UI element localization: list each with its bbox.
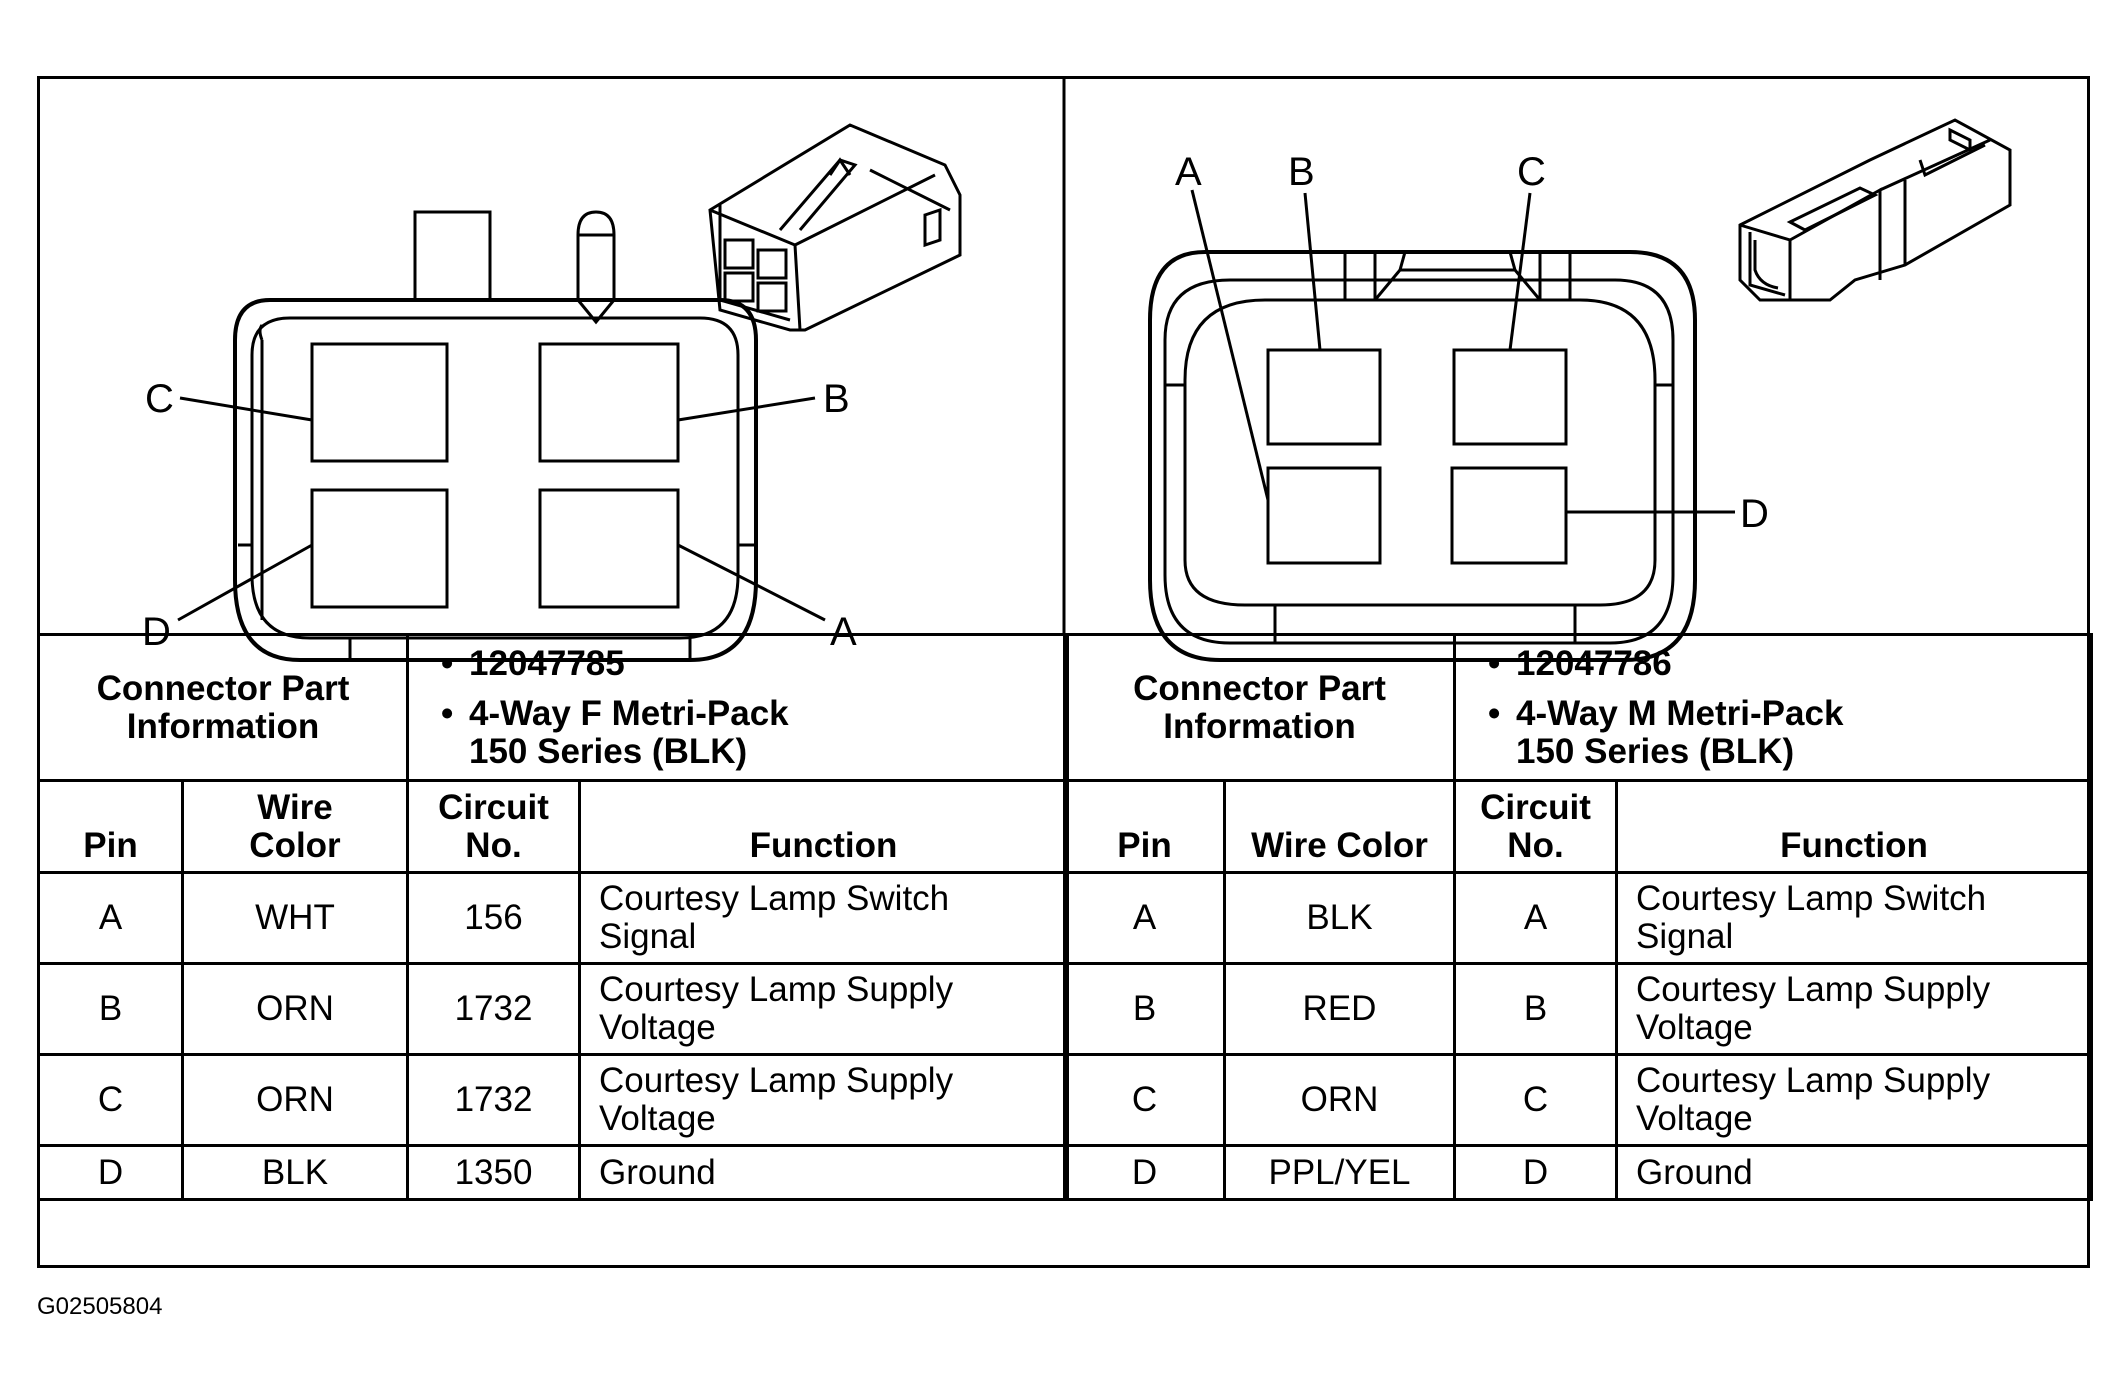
right-connector-table: Connector Part Information •12047786 •4-…	[1063, 633, 2094, 1201]
cavity-b	[538, 342, 680, 463]
cavity-a	[538, 488, 680, 609]
wire-cell: WHT	[181, 871, 409, 965]
figure-id: G02505804	[37, 1293, 163, 1320]
pin-cell: C	[37, 1053, 184, 1147]
circuit-cell: A	[1453, 871, 1618, 965]
pin-cell: B	[37, 962, 184, 1056]
left-label-b: B	[823, 377, 850, 421]
wire-cell: ORN	[181, 1053, 409, 1147]
cavity-d	[310, 488, 449, 609]
left-part-desc-2: 150 Series (BLK)	[469, 731, 748, 771]
circuit-cell: B	[1453, 962, 1618, 1056]
cavity-c	[310, 342, 449, 463]
right-part-details: •12047786 •4-Way M Metri-Pack 150 Series…	[1452, 633, 2094, 782]
circuit-cell: 1350	[406, 1144, 581, 1201]
circuit-cell: C	[1453, 1053, 1618, 1147]
right-label-d: D	[1740, 492, 1769, 536]
right-part-desc-2: 150 Series (BLK)	[1516, 731, 1795, 771]
table-row: D PPL/YEL D Ground	[1063, 1144, 2094, 1201]
left-part-number: 12047785	[469, 643, 625, 683]
left-part-details: •12047785 •4-Way F Metri-Pack 150 Series…	[405, 633, 1070, 782]
pin-cell: B	[1063, 962, 1226, 1056]
table-row: D BLK 1350 Ground	[37, 1144, 1070, 1201]
wire-cell: BLK	[181, 1144, 409, 1201]
left-part-info-label: Connector Part Information	[37, 633, 409, 782]
circuit-cell: 1732	[406, 1053, 581, 1147]
circuit-cell: D	[1453, 1144, 1618, 1201]
wire-cell: ORN	[181, 962, 409, 1056]
wire-cell: RED	[1223, 962, 1456, 1056]
left-header-pin: Pin	[37, 779, 184, 874]
right-connector-iso-icon	[1738, 118, 2012, 302]
pin-cell: A	[1063, 871, 1226, 965]
circuit-cell: 1732	[406, 962, 581, 1056]
right-header-wire-color: Wire Color	[1223, 779, 1456, 874]
cavity-a-right	[1266, 466, 1382, 565]
right-part-info-line2: Information	[1163, 706, 1356, 746]
right-part-info-line1: Connector Part	[1133, 668, 1386, 708]
pin-cell: D	[1063, 1144, 1226, 1201]
right-header-pin: Pin	[1063, 779, 1226, 874]
left-part-desc-1: 4-Way F Metri-Pack	[469, 693, 789, 733]
right-part-desc-1: 4-Way M Metri-Pack	[1516, 693, 1844, 733]
left-header-function: Function	[577, 779, 1070, 874]
pin-cell: D	[37, 1144, 184, 1201]
pin-cell: A	[37, 871, 184, 965]
left-connector-table: Connector Part Information •12047785 •4-…	[37, 633, 1070, 1201]
function-cell: Ground	[1614, 1144, 2094, 1201]
wire-cell: BLK	[1223, 871, 1456, 965]
right-part-info-label: Connector Part Information	[1063, 633, 1456, 782]
circuit-cell: 156	[406, 871, 581, 965]
cavity-d-right	[1450, 466, 1568, 565]
right-label-b: B	[1288, 150, 1315, 194]
pin-cell: C	[1063, 1053, 1226, 1147]
function-cell: Ground	[577, 1144, 1070, 1201]
left-part-info-line2: Information	[126, 706, 320, 746]
left-connector-face	[177, 210, 826, 662]
cavity-c-right	[1452, 348, 1568, 446]
left-label-c: C	[145, 377, 174, 421]
cavity-b-right	[1266, 348, 1382, 446]
right-header-function: Function	[1614, 779, 2094, 874]
left-connector-iso-icon	[708, 123, 962, 332]
right-label-c: C	[1517, 150, 1546, 194]
right-connector-face	[1148, 189, 1735, 662]
right-part-number: 12047786	[1516, 643, 1672, 683]
wire-cell: ORN	[1223, 1053, 1456, 1147]
right-label-a: A	[1175, 150, 1202, 194]
left-part-info-line1: Connector Part	[96, 668, 350, 708]
wire-cell: PPL/YEL	[1223, 1144, 1456, 1201]
